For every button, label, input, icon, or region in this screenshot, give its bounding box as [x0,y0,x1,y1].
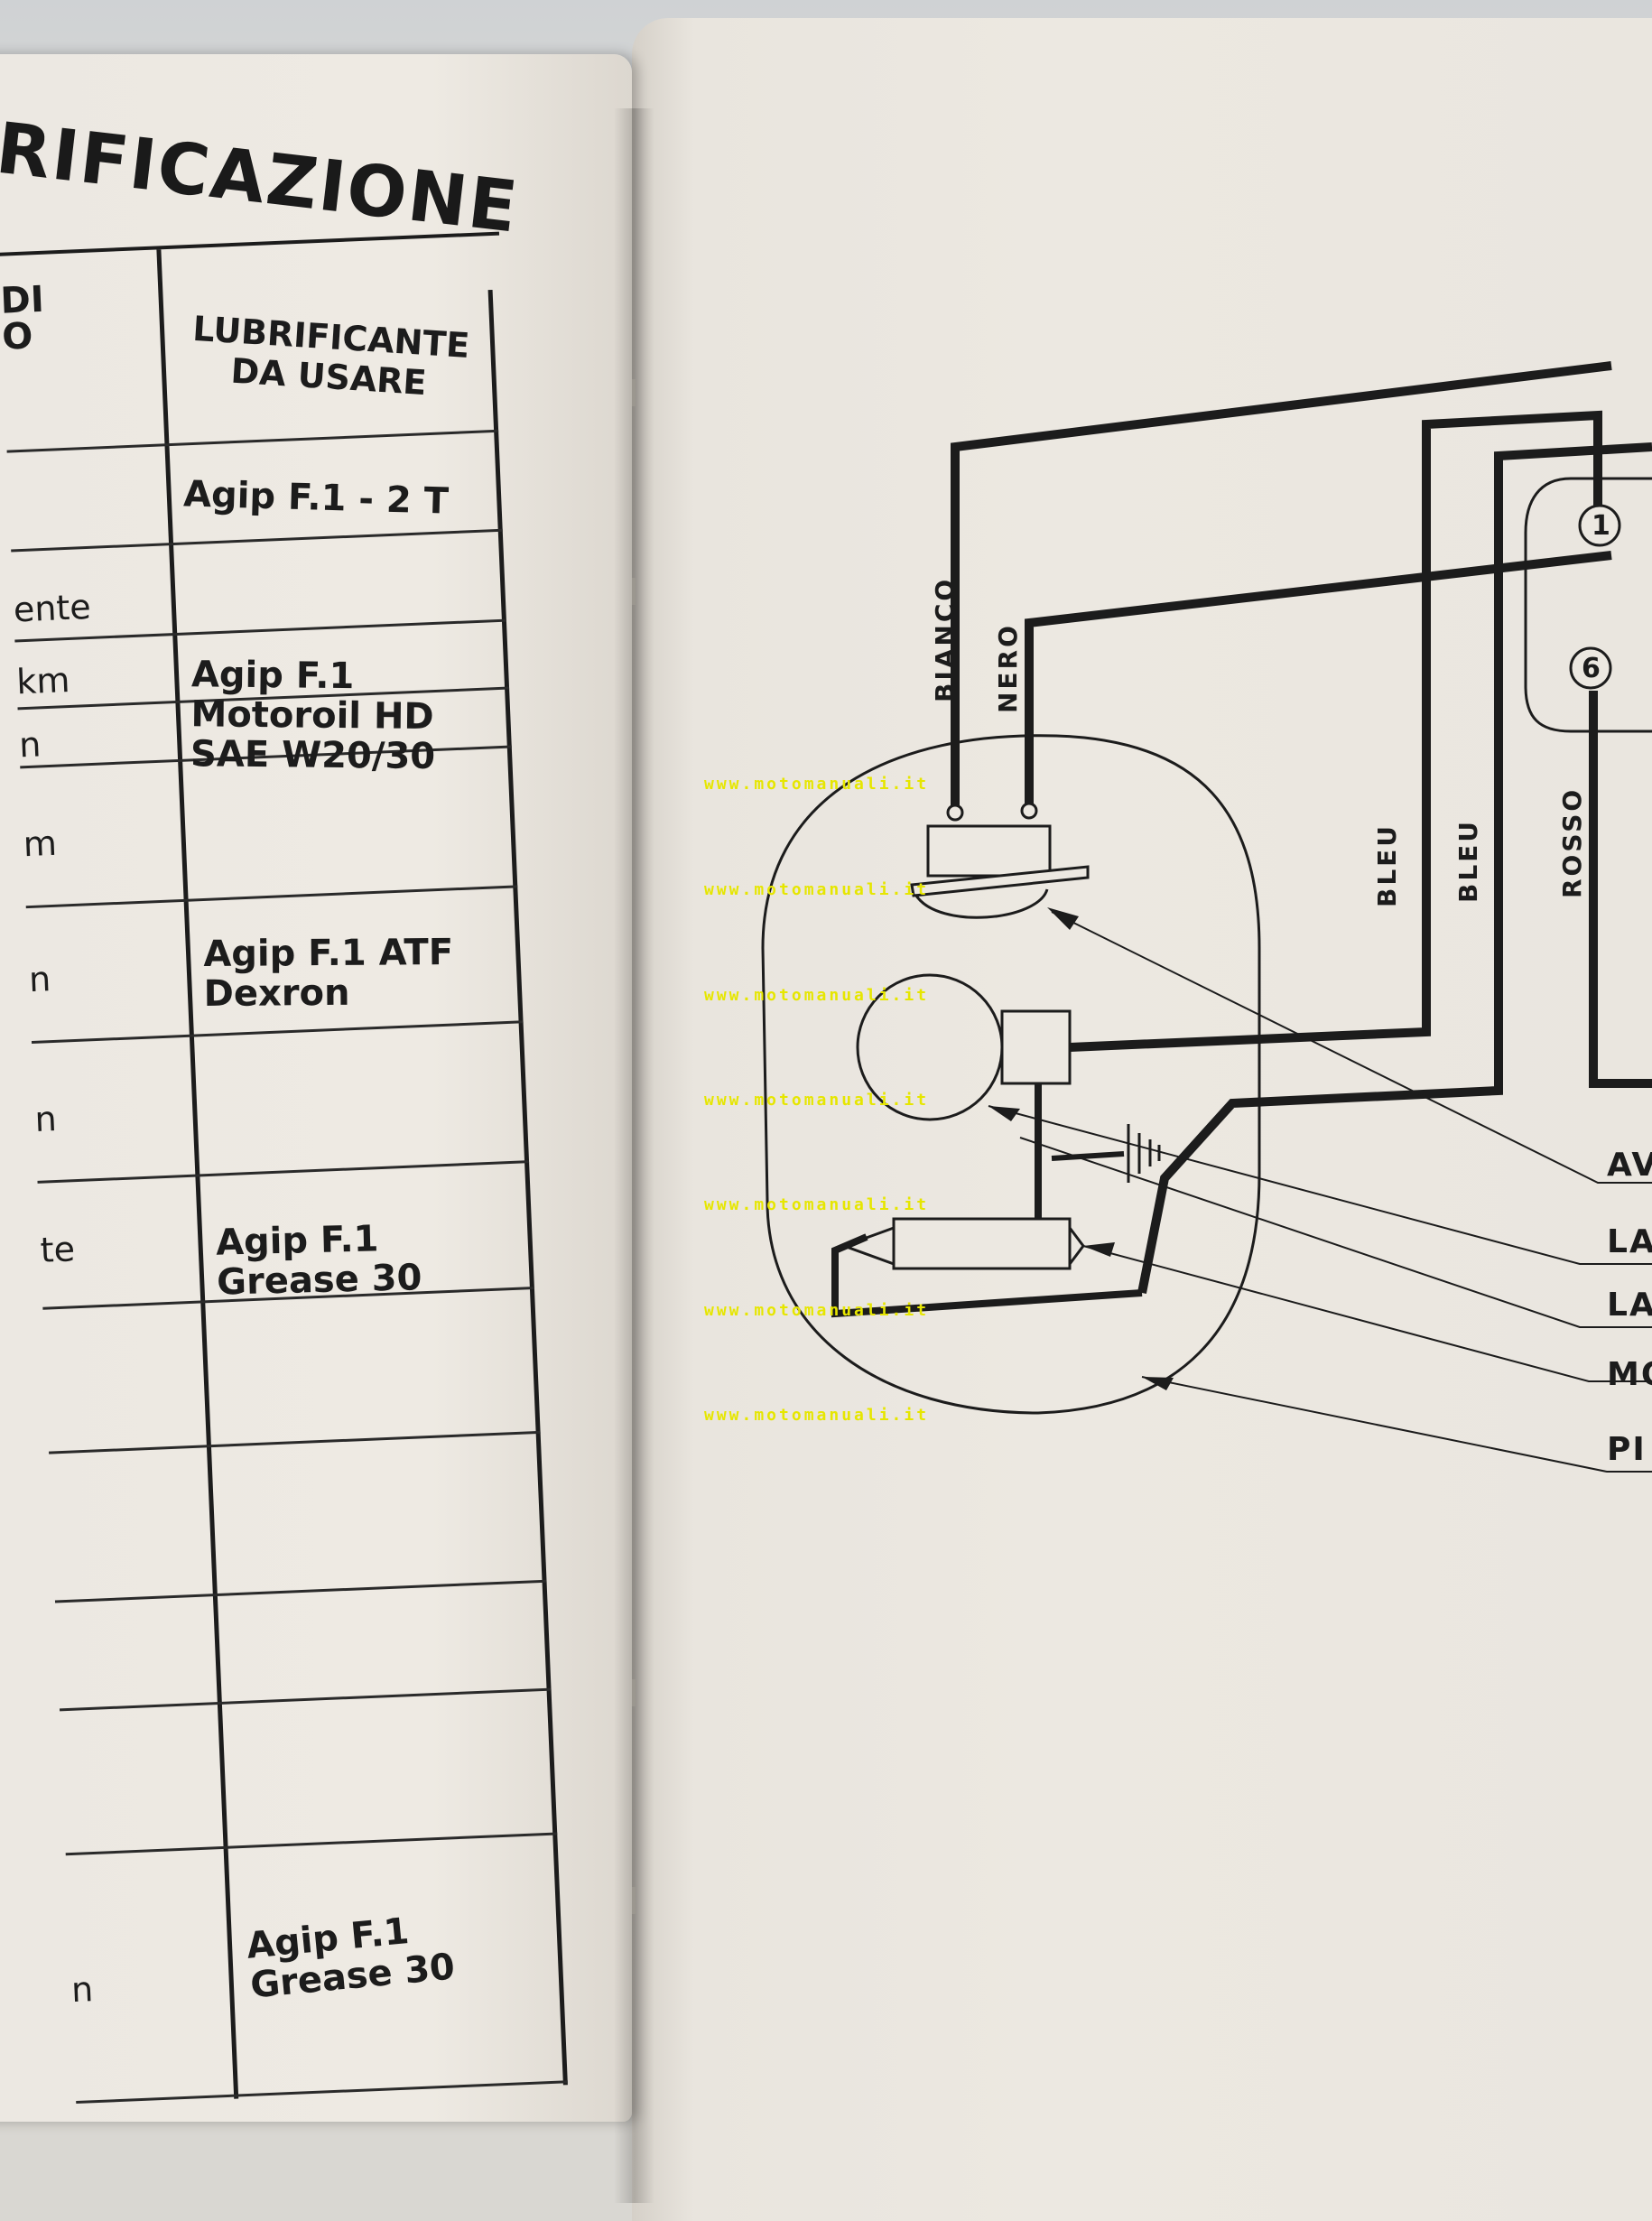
column-header-left: DI O [0,278,45,358]
table-row-line [59,1687,552,1712]
terminal-number: 6 [1582,653,1601,684]
lubrication-table: DI O LUBRIFICANTE DA USARE ente km n m n… [0,231,577,2106]
wire-label-bianco: BIANCO [930,576,960,702]
binding-stitch [632,1679,636,1706]
diagram-edge-label: LA [1607,1223,1652,1260]
table-cell-left: ente [13,586,92,630]
wire-label-nero: NERO [993,623,1023,713]
table-row-line [25,885,518,909]
left-page [0,54,632,2122]
watermark-text: www.motomanuali.it [704,880,930,899]
table-cell-left: n [33,1098,58,1139]
table-row-line [49,1430,541,1454]
table-cell-left: n [70,1969,95,2011]
table-row-line [11,528,503,553]
page-heading: RIFICAZIONE [0,107,524,249]
table-cell-left: n [18,724,42,766]
diagram-edge-label: MO [1607,1356,1652,1393]
watermark-text: www.motomanuali.it [704,1195,930,1214]
diagram-edge-label: LA [1607,1287,1652,1324]
watermark-text: www.motomanuali.it [704,775,930,794]
table-cell-left: m [22,822,58,865]
column-header-lubricant: LUBRIFICANTE DA USARE [191,308,471,404]
wire-label-rosso: ROSSO [1557,786,1587,898]
table-cell-left: n [28,959,52,1000]
binding-stitch [632,379,636,406]
diagram-edge-label: AV [1607,1147,1652,1184]
diagram-edge-label: PI [1607,1431,1647,1468]
table-row-line [31,1020,524,1045]
lubricant-cell: Agip F.1 Motoroil HD SAE W20/30 [190,654,436,778]
lubrication-table-area: RIFICAZIONE DI O LUBRIFICANTE DA USARE e… [0,51,599,2106]
table-row-line [37,1160,530,1184]
table-row-line [54,1579,547,1603]
wire-label-bleu-2: BLEU [1453,818,1483,903]
terminal-number: 1 [1592,510,1610,542]
binding-stitch [632,578,636,605]
lubricant-cell: Agip F.1 ATF Dexron [203,932,454,1015]
wiring-diagram [761,361,1652,1473]
table-row-line [65,1832,558,1856]
table-row-line [6,429,499,453]
watermark-text: www.motomanuali.it [704,1301,930,1320]
watermark-text: www.motomanuali.it [704,1091,930,1110]
table-cell-left: km [15,659,71,702]
lubricant-cell: Agip F.1 - 2 T [182,473,450,523]
book-spine [614,108,654,2203]
table-cell-left: te [39,1229,76,1270]
lubricant-cell: Agip F.1 Grease 30 [245,1910,457,2007]
watermark-text: www.motomanuali.it [704,1406,930,1425]
watermark-text: www.motomanuali.it [704,986,930,1005]
lubricant-cell: Agip F.1 Grease 30 [215,1218,422,1304]
wire-label-bleu-1: BLEU [1372,822,1402,907]
binding-stitch [632,1887,636,1914]
